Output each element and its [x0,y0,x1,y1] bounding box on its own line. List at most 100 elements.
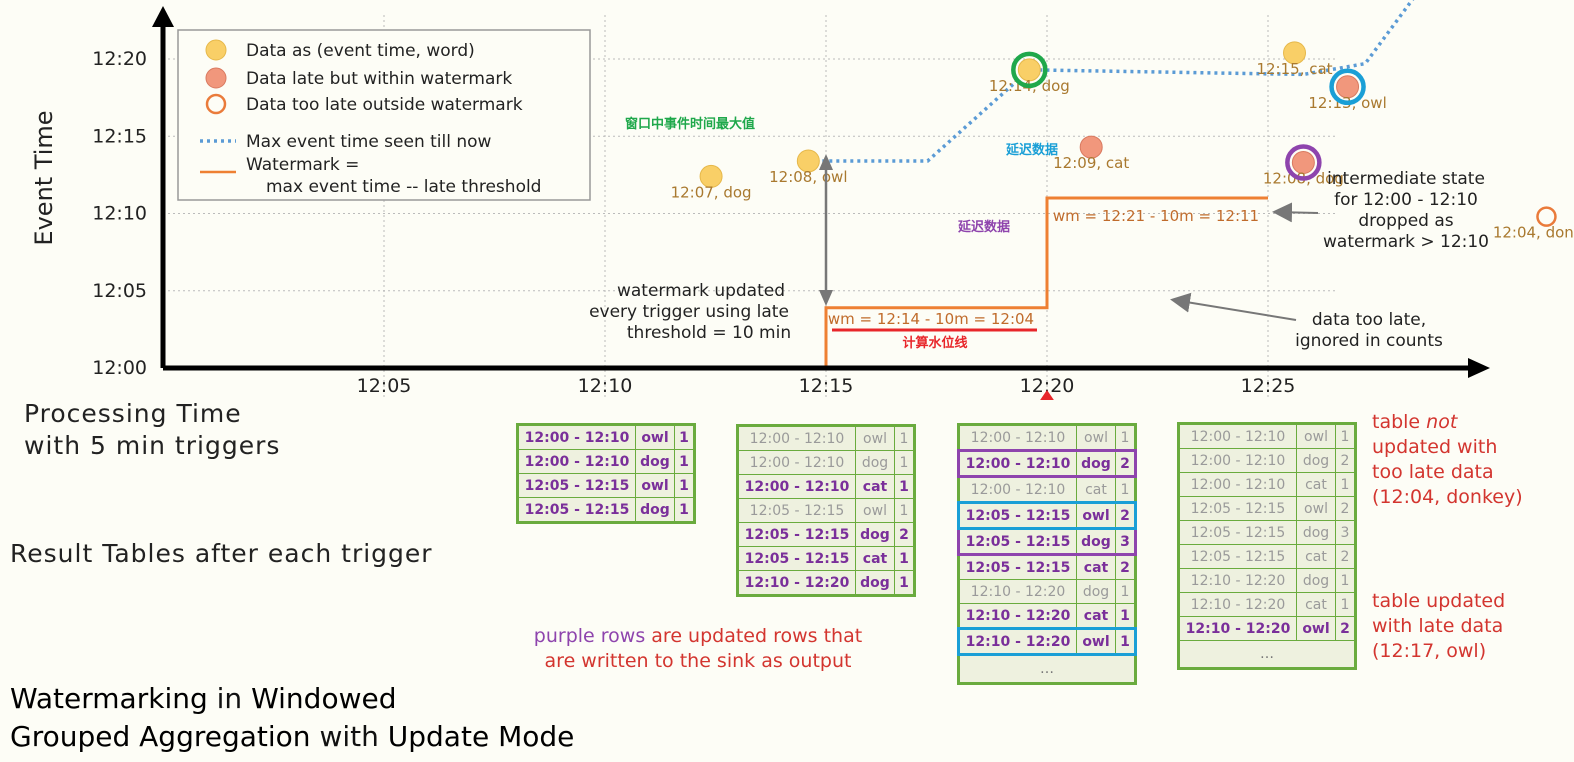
intermediate-line4: watermark > 12:10 [1323,232,1489,252]
key-cell: dog [1076,449,1116,478]
count-cell: 3 [1115,527,1137,556]
purple-word: purple rows [533,625,646,647]
key-cell: dog [855,522,895,547]
key-cell: dog [635,497,675,523]
key-cell: owl [1296,496,1336,521]
y-tick-label: 12:05 [92,280,147,302]
count-cell: 2 [1335,496,1356,521]
window-cell: 12:05 - 12:15 [957,501,1077,530]
table-ellipsis-row: … [958,654,1136,684]
key-cell: cat [1296,472,1336,497]
upd-line2: with late data [1372,615,1504,637]
window-cell: 12:00 - 12:10 [517,449,636,474]
key-cell: owl [1076,501,1116,530]
series-lines [808,0,1415,368]
not-line3: too late data [1372,461,1494,483]
window-cell: 12:10 - 12:20 [1178,592,1297,617]
y-tick-label: 12:15 [92,125,147,147]
window-cell: 12:10 - 12:20 [958,579,1077,604]
count-cell: 2 [1115,554,1136,580]
legend-late-label: Data late but within watermark [246,69,512,89]
title-t1: in [207,682,252,715]
not-line1-a: table [1372,411,1427,433]
window-cell: 12:05 - 12:15 [957,527,1077,556]
highlight-ring [1285,144,1322,181]
key-cell: cat [855,474,895,499]
title-line2: Grouped Aggregation with Update Mode [10,718,574,756]
not-line1-b: not [1426,411,1458,433]
watermark-1-label: wm = 12:14 - 10m = 12:04 [828,310,1034,328]
window-cell: 12:05 - 12:15 [517,473,636,498]
title-t2: with [310,720,388,753]
purple-note-line2: are written to the sink as output [544,650,852,672]
wm-updated-line3: threshold = 10 min [627,323,791,343]
max-event-time-line [808,0,1415,163]
key-cell: cat [1076,554,1116,580]
window-cell: 12:00 - 12:10 [517,424,636,450]
watermark-line [824,196,1268,368]
window-cell: 12:00 - 12:10 [737,425,856,451]
window-cell: 12:00 - 12:10 [1178,423,1297,449]
key-cell: dog [1296,520,1336,545]
window-cell: 12:05 - 12:15 [737,546,856,571]
count-cell: 1 [1115,579,1136,604]
key-cell: dog [1076,527,1116,556]
title-w2: Windowed [251,682,397,715]
key-cell: dog [1296,448,1336,473]
ellipsis-cell: … [1178,640,1356,669]
window-cell: 12:05 - 12:15 [1178,520,1297,545]
window-cell: 12:00 - 12:10 [957,449,1077,478]
count-cell: 1 [1115,627,1137,656]
window-cell: 12:00 - 12:10 [1178,472,1297,497]
key-cell: owl [1076,627,1116,656]
purple-rest-1: are updated rows that [645,625,863,647]
key-cell: owl [635,424,675,450]
table-ellipsis-row: … [1178,640,1356,669]
ellipsis-cell: … [958,654,1136,684]
trigger-arrow-red-head [1040,390,1054,400]
count-cell: 1 [674,497,695,523]
y-tick-label: 12:10 [92,203,147,225]
key-cell: owl [635,473,675,498]
legend-max-label: Max event time seen till now [246,132,492,152]
count-cell: 1 [894,570,915,596]
x-tick-label: 12:20 [1020,375,1075,397]
count-cell: 1 [894,450,915,475]
count-cell: 2 [1115,449,1137,478]
count-cell: 1 [674,424,695,450]
key-cell: dog [1296,568,1336,593]
y-tick-label: 12:20 [92,48,147,70]
legend-wm-label-2: max event time -- late threshold [266,177,541,197]
threshold-arrow-bottom [819,290,833,306]
key-cell: owl [855,425,895,451]
data-point [1017,58,1041,82]
key-cell: dog [1076,579,1116,604]
count-cell: 1 [1115,424,1136,451]
data-point [1336,75,1360,99]
count-cell: 2 [1115,501,1137,530]
count-cell: 2 [1335,448,1356,473]
window-cell: 12:10 - 12:20 [737,570,856,596]
legend-wm-label-1: Watermark = [246,155,359,175]
window-cell: 12:00 - 12:10 [958,424,1077,451]
purple-rows-note: purple rows are updated rows that are wr… [488,624,908,674]
intermediate-arrow [1272,202,1319,223]
x-axis-arrow [1468,358,1490,378]
count-cell: 1 [894,498,915,523]
intermediate-line2: for 12:00 - 12:10 [1334,190,1478,210]
late-data-label-zh-blue: 延迟数据 [1005,142,1058,158]
key-cell: owl [1076,424,1116,451]
